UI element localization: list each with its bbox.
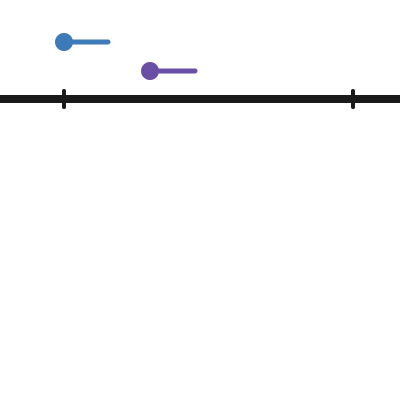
- marker-blue: [55, 33, 111, 51]
- marker-purple-dot: [141, 62, 159, 80]
- marker-blue-dot: [55, 33, 73, 51]
- marker-purple: [141, 62, 198, 80]
